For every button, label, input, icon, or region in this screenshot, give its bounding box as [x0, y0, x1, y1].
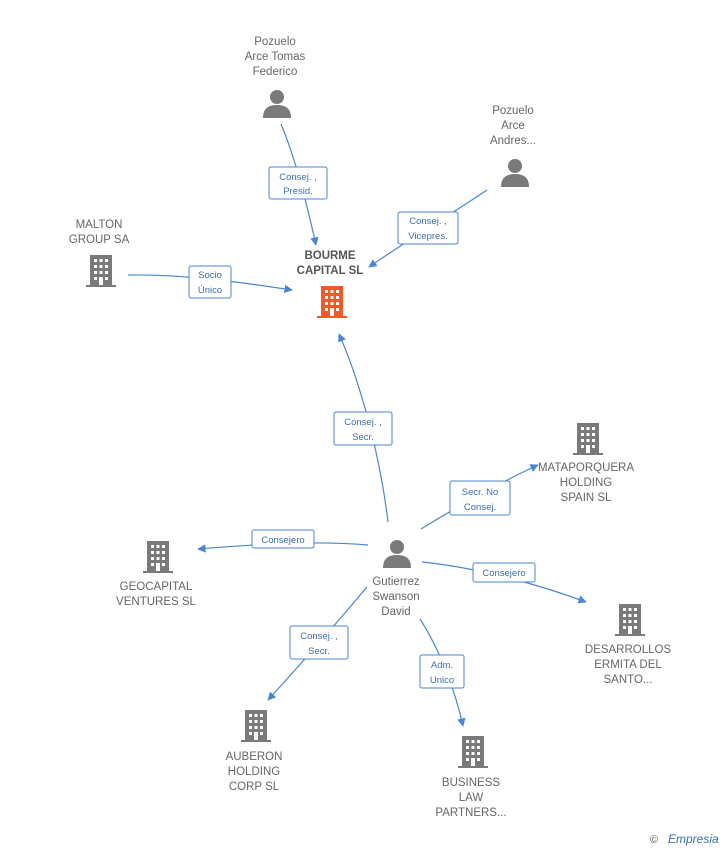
node-mataporquera[interactable]: MATAPORQUERA HOLDING SPAIN SL	[538, 423, 634, 504]
node-label-line: BUSINESS	[442, 777, 500, 789]
node-label-line: MALTON	[76, 219, 123, 231]
edge-gutierrez-business[interactable]: Adm. Unico	[419, 618, 466, 727]
edge-label-line: Consejero	[261, 535, 304, 546]
edge-label-line: Presid.	[283, 186, 313, 197]
building-icon	[573, 423, 603, 455]
person-icon	[501, 159, 529, 187]
node-business-law[interactable]: BUSINESS LAW PARTNERS...	[435, 736, 507, 819]
edge-gutierrez-bourme[interactable]: Consej. , Secr.	[333, 333, 393, 523]
building-icon	[615, 604, 645, 636]
node-bourme-capital[interactable]: BOURME CAPITAL SL	[297, 250, 364, 318]
edge-label-line: Consej. ,	[409, 216, 447, 227]
edge-label-line: Secr.	[352, 432, 374, 443]
node-geocapital[interactable]: GEOCAPITAL VENTURES SL	[116, 541, 197, 608]
node-label-line: GROUP SA	[69, 234, 130, 246]
building-icon	[86, 255, 116, 287]
edge-gutierrez-desarrollos[interactable]: Consejero	[421, 561, 587, 604]
footer-brand-mark: © Empresia	[650, 832, 719, 846]
building-icon	[317, 286, 347, 318]
edge-label-line: Consejero	[482, 568, 525, 579]
edge-malton-bourme[interactable]: Socio Único	[127, 265, 293, 299]
node-label-line: Swanson	[372, 591, 419, 603]
person-icon	[383, 540, 411, 568]
node-label-line: LAW	[459, 792, 484, 804]
node-label-line: SPAIN SL	[561, 492, 613, 504]
node-label-line: Gutierrez	[372, 576, 420, 588]
edge-gutierrez-auberon[interactable]: Consej. , Secr.	[267, 586, 368, 701]
edge-label-line: Vicepres.	[408, 231, 447, 242]
node-pozuelo-andres[interactable]: Pozuelo Arce Andres...	[490, 105, 536, 187]
building-icon	[241, 710, 271, 742]
nodes: BOURME CAPITAL SL Pozuelo Arce Tomas Fed…	[69, 36, 672, 819]
building-icon	[143, 541, 173, 573]
node-label-line: HOLDING	[228, 766, 280, 778]
node-label-line: PARTNERS...	[435, 807, 506, 819]
node-label-line: Arce Tomas	[245, 51, 306, 63]
node-label-line: Pozuelo	[492, 105, 534, 117]
edge-label-line: Adm.	[431, 660, 453, 671]
node-pozuelo-tomas[interactable]: Pozuelo Arce Tomas Federico	[245, 36, 306, 118]
node-malton-group[interactable]: MALTON GROUP SA	[69, 219, 130, 287]
edge-label-line: Consej. ,	[279, 172, 317, 183]
edges: Consej. , Presid. Consej. , Vicepres. So…	[127, 123, 587, 727]
node-label-line: Andres...	[490, 135, 536, 147]
node-label-line: SANTO...	[604, 674, 653, 686]
edge-label-line: Único	[198, 285, 222, 296]
person-icon	[263, 90, 291, 118]
edge-andres-bourme[interactable]: Consej. , Vicepres.	[368, 189, 488, 268]
edge-label-line: Consej. ,	[300, 631, 338, 642]
edge-label-line: Secr. No	[462, 487, 498, 498]
node-label-line: MATAPORQUERA	[538, 462, 634, 474]
edge-label-line: Secr.	[308, 646, 330, 657]
node-label-line: David	[381, 606, 410, 618]
edge-tomas-bourme[interactable]: Consej. , Presid.	[268, 123, 328, 246]
node-label-line: VENTURES SL	[116, 596, 196, 608]
node-label-line: ERMITA DEL	[594, 659, 662, 671]
edge-label-line: Consej.	[464, 502, 496, 513]
node-label-line: Arce	[501, 120, 525, 132]
node-label-line: Federico	[253, 66, 298, 78]
copyright-symbol: ©	[650, 834, 658, 846]
empresia-logo: Empresia	[668, 832, 719, 846]
building-icon	[458, 736, 488, 768]
node-desarrollos[interactable]: DESARROLLOS ERMITA DEL SANTO...	[585, 604, 672, 686]
node-label-line: Pozuelo	[254, 36, 296, 48]
edge-label-line: Socio	[198, 270, 222, 281]
node-label-line: GEOCAPITAL	[120, 581, 193, 593]
node-label-line: AUBERON	[226, 751, 283, 763]
node-label-line: BOURME	[304, 250, 355, 262]
node-label-line: HOLDING	[560, 477, 612, 489]
edge-gutierrez-mataporquera[interactable]: Secr. No Consej.	[420, 464, 539, 530]
edge-label-line: Consej. ,	[344, 417, 382, 428]
edge-gutierrez-geocapital[interactable]: Consejero	[197, 529, 369, 553]
node-auberon[interactable]: AUBERON HOLDING CORP SL	[226, 710, 283, 793]
node-label-line: CAPITAL SL	[297, 265, 364, 277]
edge-label-line: Unico	[430, 675, 454, 686]
node-label-line: CORP SL	[229, 781, 280, 793]
node-gutierrez-swanson[interactable]: Gutierrez Swanson David	[372, 540, 420, 618]
node-label-line: DESARROLLOS	[585, 644, 672, 656]
